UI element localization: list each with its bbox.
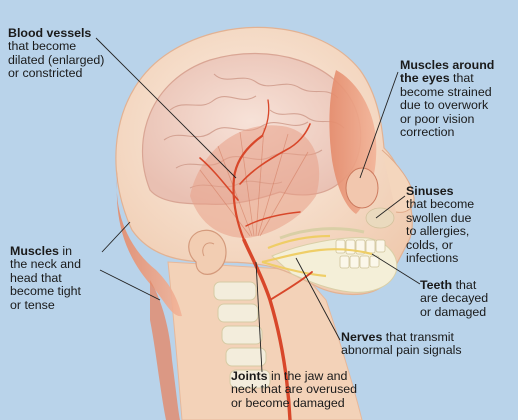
leader-neck-muscles (101, 221, 131, 253)
sinus (365, 207, 395, 229)
temporal-muscle (190, 125, 320, 238)
label-neck-head-muscles: Muscles in the neck and head that become… (10, 244, 81, 312)
vertebrae (213, 281, 271, 389)
leader-neck-muscles-2 (99, 269, 161, 301)
term-muscles-around-eyes: Muscles around (400, 58, 495, 72)
eye (345, 167, 379, 209)
label-nerves: Nerves that transmit abnormal pain signa… (341, 330, 462, 358)
term-muscles: Muscles (10, 244, 59, 258)
leader-sinuses (375, 195, 406, 219)
term-blood-vessels: Blood vessels (8, 26, 92, 40)
leader-eye-muscles (359, 71, 399, 179)
leader-lines (95, 37, 421, 373)
cheek-bone (279, 227, 365, 240)
leader-joints (255, 261, 263, 373)
label-joints: Joints in the jaw and neck that are over… (231, 369, 358, 410)
label-muscles-around-eyes: Muscles around the eyes that become stra… (400, 58, 495, 140)
label-sinuses: Sinuses that become swollen due to aller… (406, 184, 475, 266)
neck-muscle (116, 170, 182, 317)
neck-muscle-lower (150, 280, 180, 420)
term-joints: Joints (231, 369, 268, 383)
nerves (261, 234, 373, 278)
term-teeth: Teeth (420, 278, 453, 292)
leader-teeth (371, 253, 421, 285)
blood-vessels (199, 99, 313, 420)
term-sinuses: Sinuses (406, 184, 454, 198)
leader-blood-vessels (95, 37, 237, 179)
nose (381, 149, 415, 213)
leader-nerves (295, 257, 341, 341)
label-teeth: Teeth that are decayed or damaged (420, 278, 489, 319)
ear (188, 229, 227, 275)
term-nerves: Nerves (341, 330, 383, 344)
label-blood-vessels: Blood vessels that become dilated (enlar… (8, 26, 105, 81)
